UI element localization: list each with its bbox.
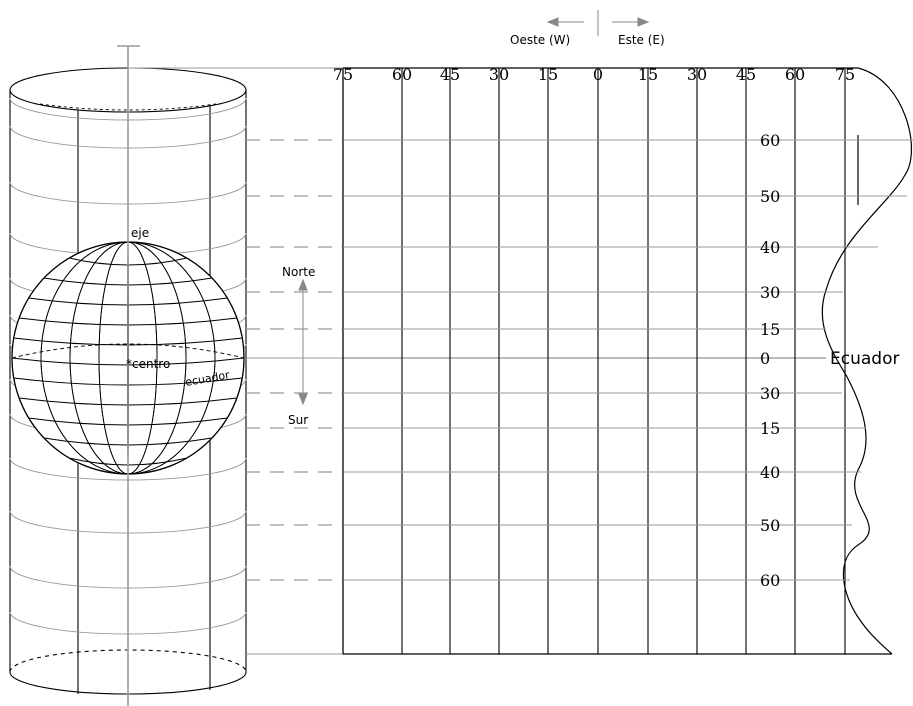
west-east-arrows [546, 10, 650, 36]
west-label: Oeste (W) [510, 33, 570, 47]
north-label: Norte [282, 265, 315, 279]
axis-label: eje [131, 226, 149, 240]
latitude-label: 50 [760, 187, 780, 206]
longitude-label: 60 [392, 65, 412, 84]
latitude-label: 15 [760, 320, 780, 339]
map-frame [342, 67, 912, 655]
center-label: *centro [126, 357, 170, 371]
latitude-label: 60 [760, 131, 780, 150]
longitude-label: 75 [835, 65, 855, 84]
east-label: Este (E) [618, 33, 665, 47]
longitude-label: 30 [489, 65, 509, 84]
latitude-label: 40 [760, 463, 780, 482]
longitude-label: 75 [333, 65, 353, 84]
globe-equator-back [11, 343, 245, 359]
map-parallels [343, 139, 913, 581]
latitude-label: 40 [760, 238, 780, 257]
longitude-label: 45 [736, 65, 756, 84]
map-equator-label: Ecuador [830, 349, 899, 369]
latitude-label: 0 [760, 349, 770, 368]
latitude-label: 60 [760, 571, 780, 590]
globe-axis [117, 45, 140, 706]
longitude-labels: 75 60 45 30 15 0 15 30 45 60 75 [333, 65, 855, 84]
map-meridians [342, 68, 846, 654]
latitude-labels: 60 50 40 30 15 0 30 15 40 50 60 [760, 131, 780, 590]
longitude-label: 15 [538, 65, 558, 84]
latitude-label: 30 [760, 384, 780, 403]
latitude-dash-connectors [246, 139, 343, 581]
longitude-label: 45 [440, 65, 460, 84]
longitude-label: 30 [687, 65, 707, 84]
projection-connectors [128, 67, 343, 655]
latitude-label: 30 [760, 283, 780, 302]
south-label: Sur [288, 413, 308, 427]
globe-meridian [69, 242, 187, 474]
longitude-label: 60 [785, 65, 805, 84]
globe-meridian [98, 242, 158, 474]
latitude-label: 50 [760, 516, 780, 535]
north-south-arrow [298, 278, 308, 406]
longitude-label: 0 [593, 65, 603, 84]
longitude-label: 15 [638, 65, 658, 84]
latitude-label: 15 [760, 419, 780, 438]
globe-meridian [40, 242, 216, 474]
